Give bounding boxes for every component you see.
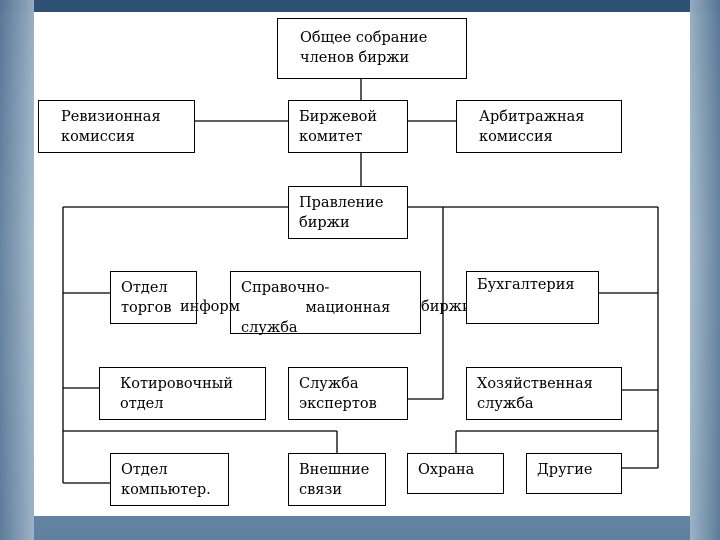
- node-quotation-dept: Котировочный отдел: [99, 367, 266, 420]
- node-experts-service: Служба экспертов: [288, 367, 408, 420]
- background-left-panel: [0, 0, 34, 540]
- node-accounting: Бухгалтерия: [466, 271, 599, 324]
- background-right-panel: [690, 0, 720, 540]
- node-audit-commission: Ревизионная комиссия: [38, 100, 195, 153]
- node-security: Охрана: [407, 453, 504, 494]
- info-service-overflow-text: информ: [180, 299, 240, 315]
- node-computer-dept: Отдел компьютер.: [110, 453, 229, 506]
- node-external-relations: Внешние связи: [288, 453, 386, 506]
- node-household-service: Хозяйственная служба: [466, 367, 622, 420]
- exchange-floating-word: биржи: [421, 299, 472, 315]
- background-top-band: [0, 0, 720, 12]
- node-trading-dept: Отдел торгов: [110, 271, 197, 324]
- node-arbitration-commission: Арбитражная комиссия: [456, 100, 622, 153]
- node-general-meeting: Общее собрание членов биржи: [277, 18, 467, 79]
- node-others: Другие: [526, 453, 622, 494]
- org-chart-canvas: [34, 12, 690, 516]
- node-info-service: Справочно- мационная служба: [230, 271, 421, 336]
- node-exchange-committee: Биржевой комитет: [288, 100, 408, 153]
- node-board: Правление биржи: [288, 186, 408, 239]
